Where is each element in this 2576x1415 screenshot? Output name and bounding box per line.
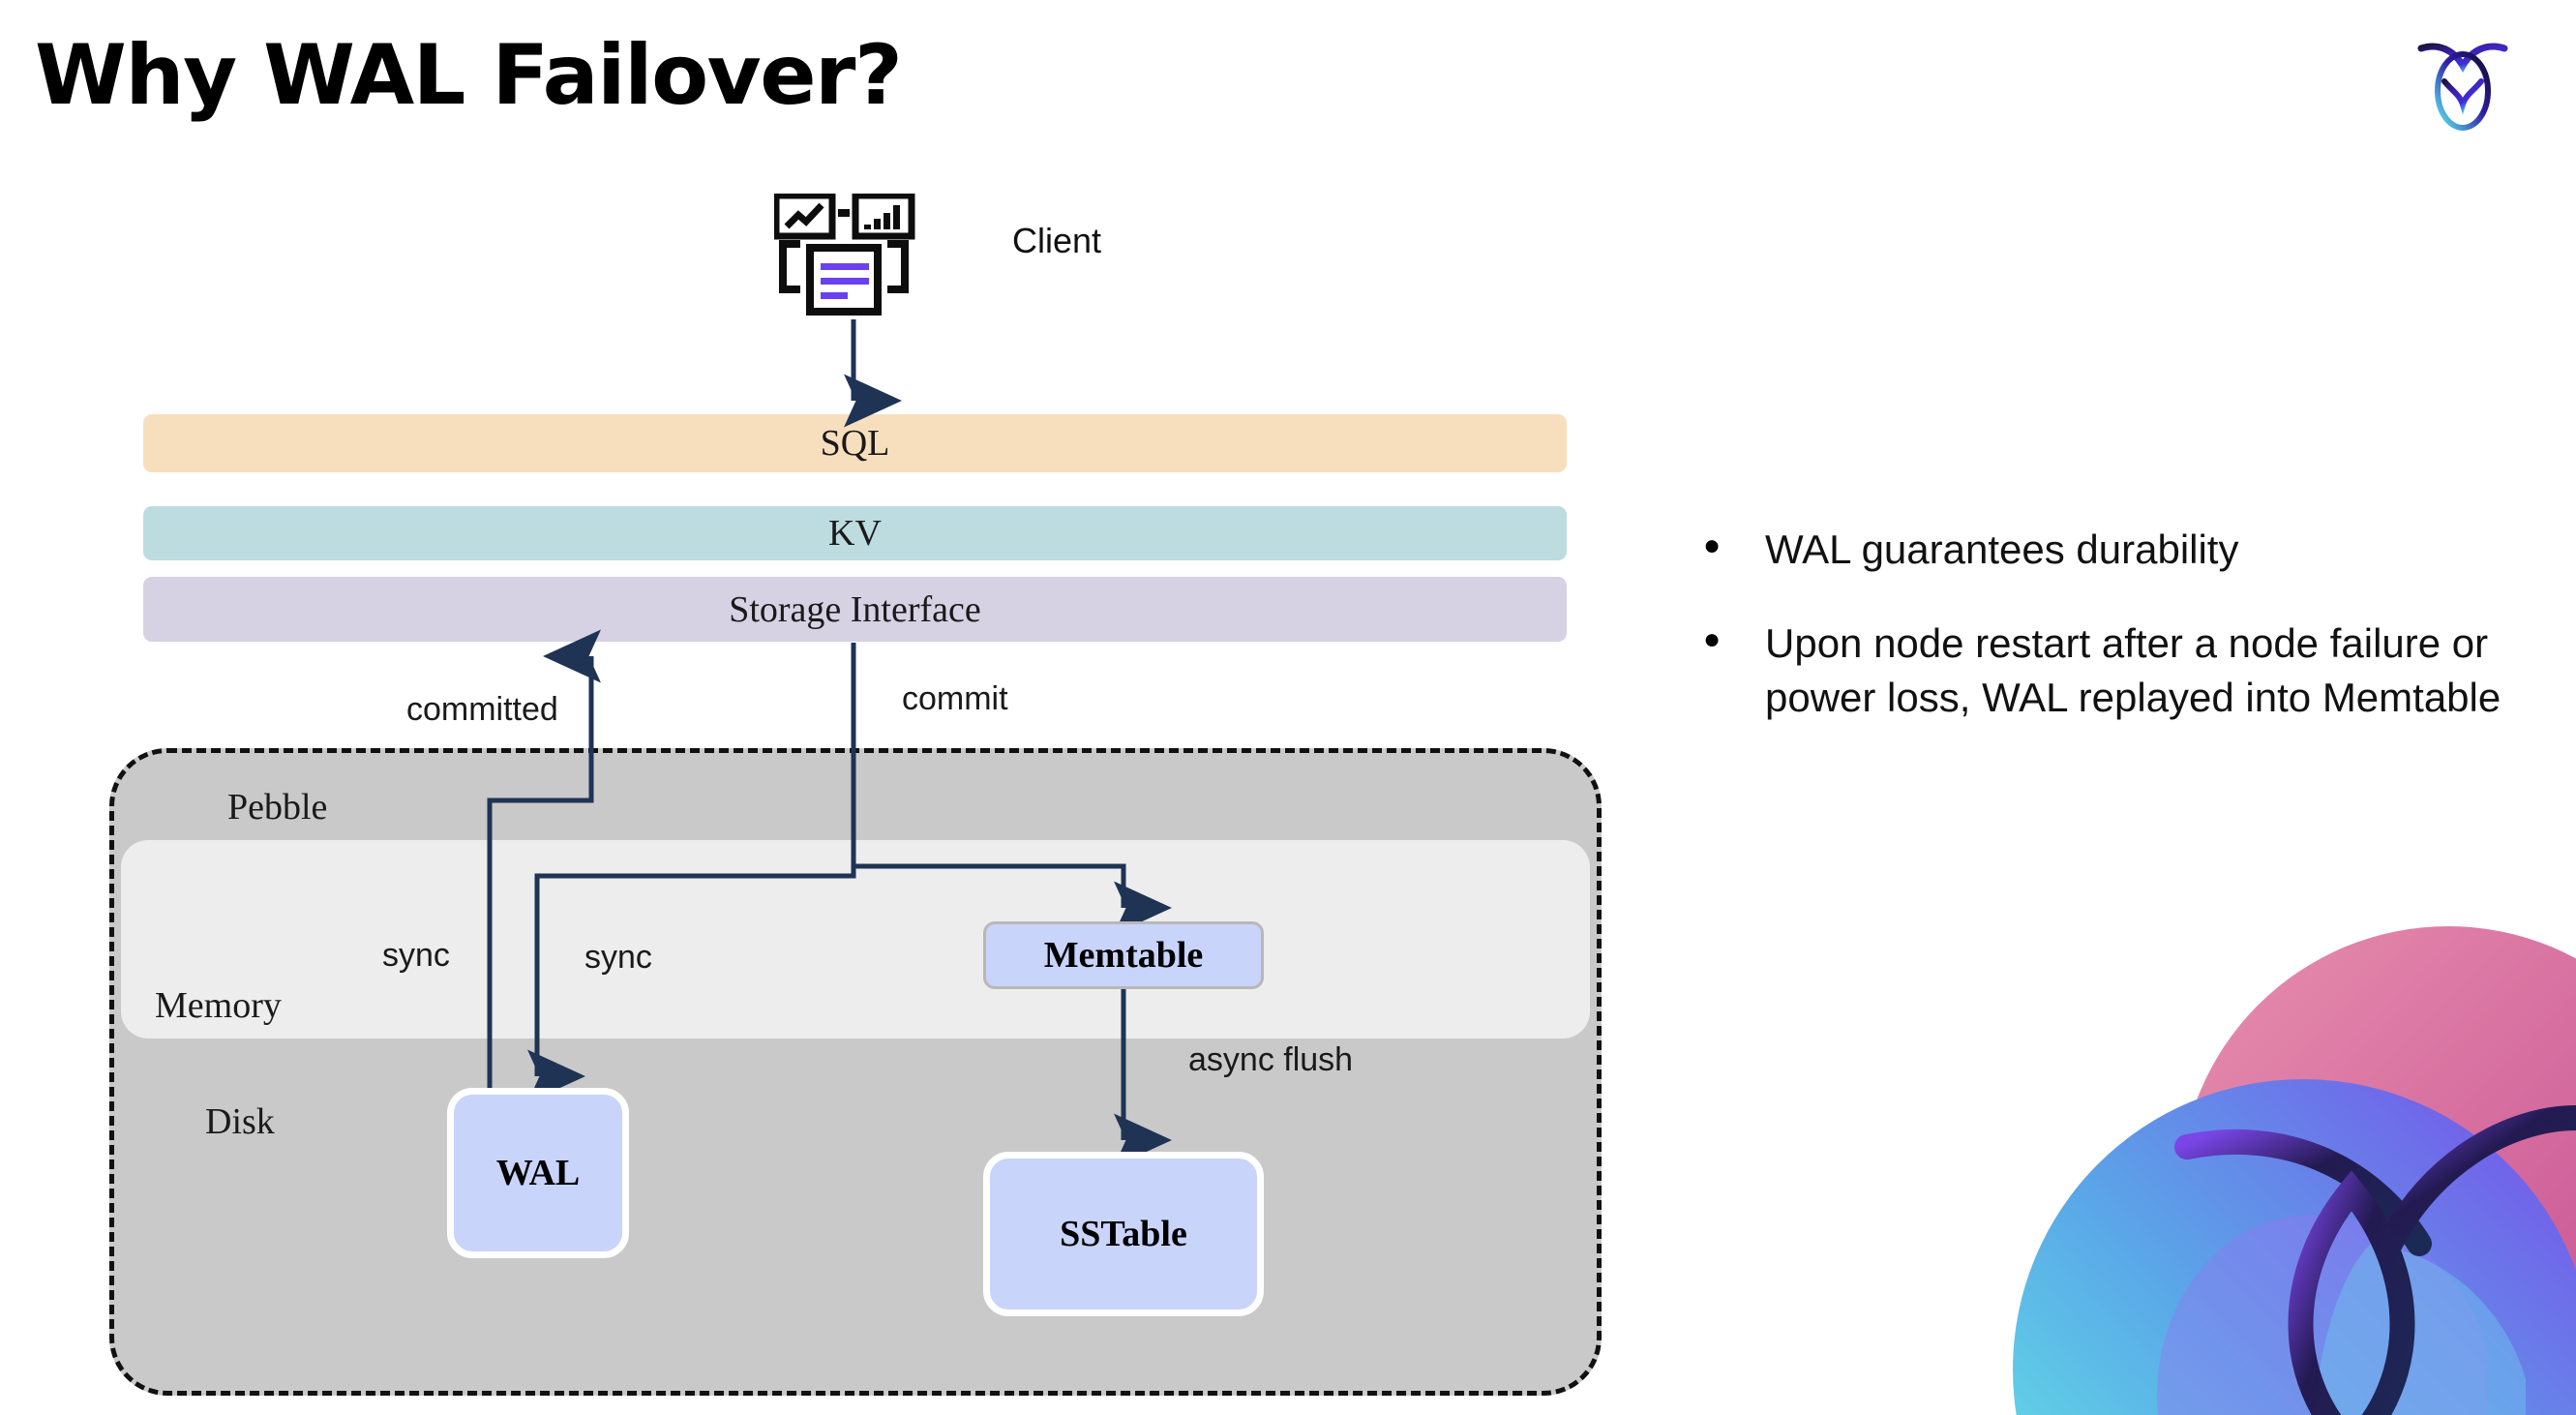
node-label-memtable: Memtable (1043, 935, 1204, 976)
bullet-list: ● WAL guarantees durability ● Upon node … (1703, 523, 2535, 765)
edge-label-committed: committed (406, 691, 558, 728)
layer-bar-kv: KV (143, 506, 1567, 560)
edge-label-sync-1: sync (382, 937, 450, 974)
bullet-text: WAL guarantees durability (1765, 527, 2239, 572)
memory-label: Memory (155, 985, 282, 1026)
overlapping-circles-decoration (2013, 926, 2576, 1415)
edge-label-async-flush: async flush (1188, 1041, 1354, 1078)
pebble-label: Pebble (227, 787, 328, 828)
node-memtable: Memtable (983, 921, 1264, 989)
bullet-text: Upon node restart after a node failure o… (1765, 619, 2501, 721)
client-dashboard-icon (774, 194, 915, 316)
bullet-marker-icon: ● (1703, 529, 1722, 561)
memory-panel (121, 840, 1590, 1039)
node-label-sstable: SSTable (1060, 1214, 1187, 1254)
list-item: ● WAL guarantees durability (1703, 523, 2535, 578)
node-label-wal: WAL (495, 1153, 581, 1193)
layer-label-storage: Storage Interface (729, 588, 981, 630)
disk-label: Disk (205, 1101, 275, 1142)
layer-bar-sql: SQL (143, 414, 1567, 472)
layer-label-sql: SQL (820, 423, 890, 464)
list-item: ● Upon node restart after a node failure… (1703, 617, 2535, 726)
layer-label-kv: KV (828, 513, 882, 554)
node-wal: WAL (447, 1088, 629, 1258)
architecture-diagram: Client SQL KV Storage Interface Pebble M… (109, 194, 1602, 1396)
edge-label-sync-2: sync (584, 939, 652, 976)
edge-label-commit: commit (902, 680, 1008, 717)
client-label: Client (1012, 221, 1102, 260)
bullet-marker-icon: ● (1703, 622, 1722, 655)
cockroachdb-logo-icon (2417, 43, 2508, 131)
page-title: Why WAL Failover? (35, 27, 903, 124)
layer-bar-storage: Storage Interface (143, 577, 1567, 642)
node-sstable: SSTable (983, 1152, 1264, 1316)
